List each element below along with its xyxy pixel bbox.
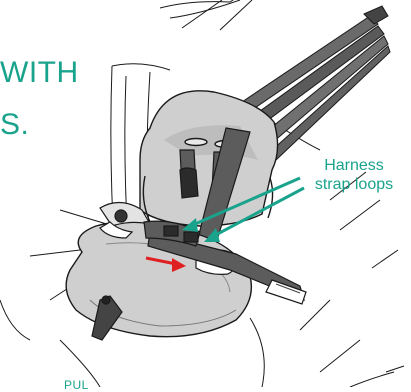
callout-line-2: strap loops xyxy=(300,175,408,194)
harness-strap-loops-callout: Harness strap loops xyxy=(300,156,408,194)
callout-line-1: Harness xyxy=(300,156,408,175)
cropped-text-line-1: WITH xyxy=(0,56,79,90)
cropped-text-bottom: PUL xyxy=(64,378,89,392)
cropped-text-line-2: S. xyxy=(0,108,29,142)
